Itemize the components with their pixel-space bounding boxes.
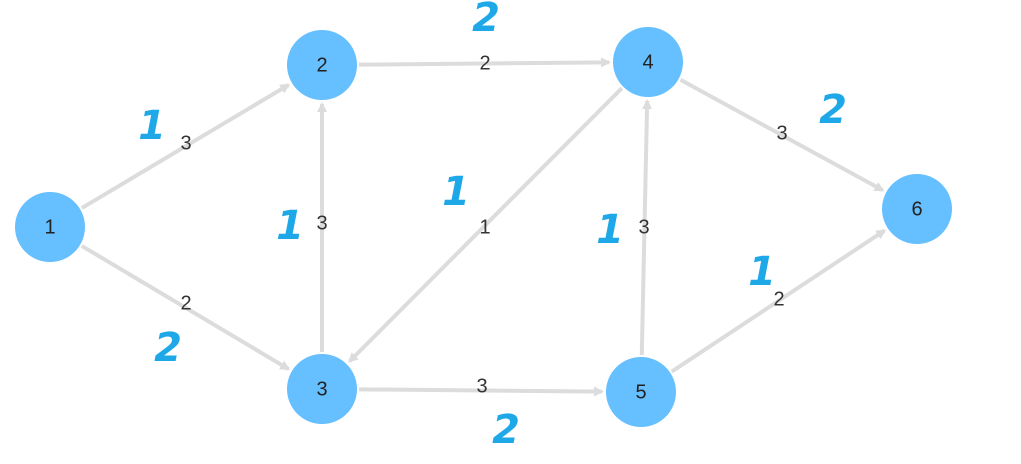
node-4 [613, 27, 683, 97]
node-1 [15, 192, 85, 262]
node-label-2: 2 [316, 54, 327, 76]
edge-weight-4-3: 1 [479, 216, 490, 238]
edge-weight-5-4: 3 [638, 216, 649, 238]
flow-annotation-3-5: 2 [492, 407, 520, 453]
flow-annotation-5-4: 1 [596, 207, 624, 253]
edge-5-6 [670, 228, 887, 374]
node-2 [287, 30, 357, 100]
node-label-3: 3 [316, 378, 327, 400]
flow-annotation-5-6: 1 [748, 249, 776, 295]
edge-weight-4-6: 3 [776, 122, 787, 144]
flow-annotation-4-3: 1 [442, 169, 470, 215]
node-label-4: 4 [642, 51, 653, 73]
edge-5-4 [639, 98, 653, 356]
edge-4-3 [348, 86, 624, 363]
edges-layer [80, 57, 887, 397]
flow-annotation-3-2: 1 [276, 203, 304, 249]
edge-weight-1-2: 3 [180, 132, 191, 154]
flow-annotation-2-4: 2 [472, 0, 500, 41]
edge-weight-1-3: 2 [180, 292, 191, 314]
node-5 [606, 357, 676, 427]
edge-weight-3-2: 3 [316, 212, 327, 234]
node-3 [287, 354, 357, 424]
edge-3-5 [358, 386, 605, 397]
edge-weight-3-5: 3 [476, 375, 487, 397]
edge-weight-5-6: 2 [773, 288, 784, 310]
edge-1-2 [80, 83, 291, 210]
flow-annotation-1-3: 2 [154, 325, 182, 371]
node-label-5: 5 [635, 381, 646, 403]
edge-2-4 [358, 57, 612, 68]
node-6 [882, 174, 952, 244]
edge-1-3 [80, 244, 291, 371]
flow-annotation-4-6: 2 [819, 87, 847, 133]
edge-4-6 [679, 77, 885, 193]
node-label-1: 1 [44, 216, 55, 238]
node-label-6: 6 [911, 198, 922, 220]
edge-weight-2-4: 2 [479, 52, 490, 74]
flow-annotation-1-2: 1 [138, 103, 166, 149]
